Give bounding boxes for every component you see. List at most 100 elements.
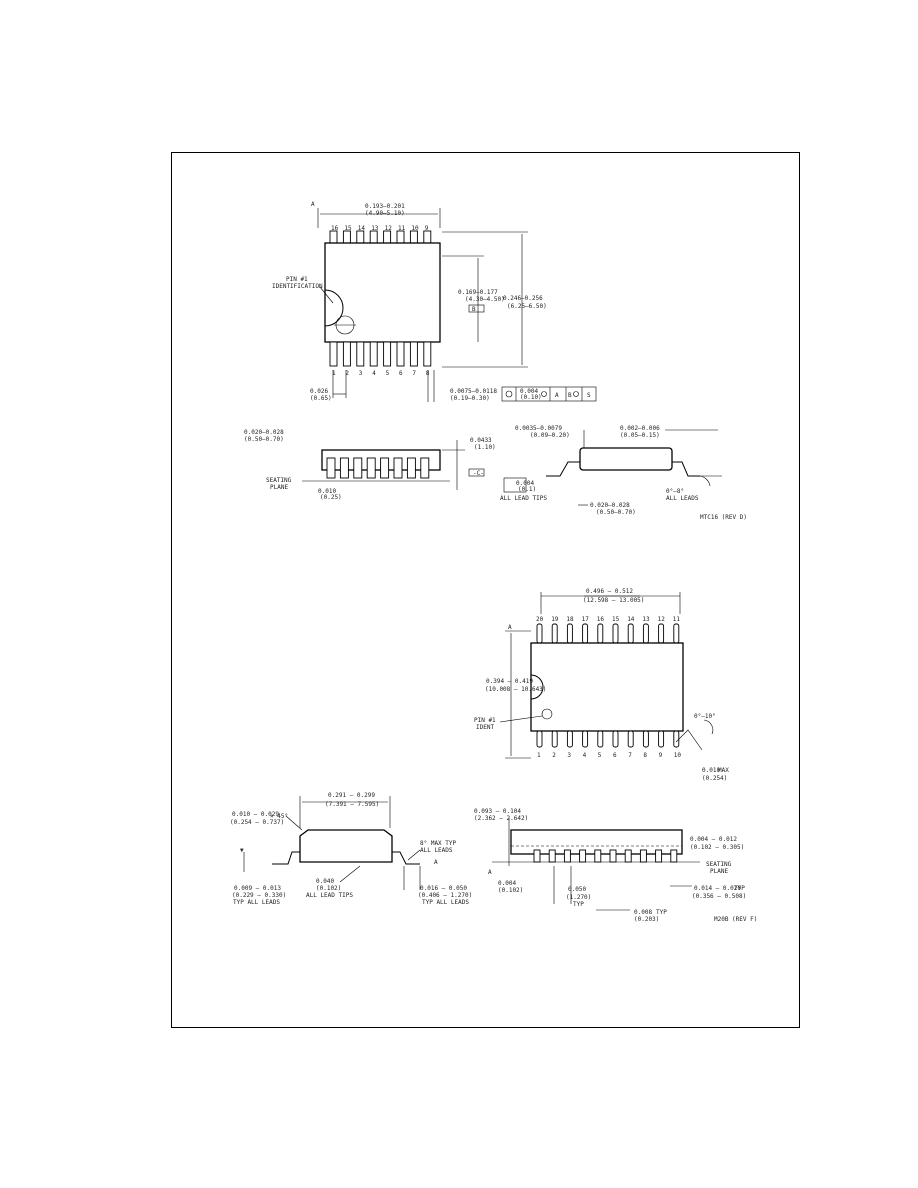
lead-width-dim-2: (0.19–0.30) xyxy=(450,395,490,402)
length-dim-1: 0.193–0.201 xyxy=(365,203,405,210)
b-pin1-label-1: PIN #1 xyxy=(474,717,496,724)
b-bevel-1: 0.010 – 0.029 xyxy=(232,811,279,818)
b-min-1: 0.004 xyxy=(498,880,516,887)
pin xyxy=(627,730,634,748)
pin-number: 14 xyxy=(627,616,635,623)
b-lead-thick-2: (0.229 – 0.330) xyxy=(232,892,286,899)
drawing-frame xyxy=(171,152,800,1028)
b-bevel-2: (0.254 – 0.737) xyxy=(230,819,284,826)
svg-text:ALL LEAD TIPS: ALL LEAD TIPS xyxy=(500,495,547,502)
pin xyxy=(329,341,338,367)
pin xyxy=(356,230,365,244)
pin xyxy=(353,457,363,479)
b-r-3: ALL LEAD TIPS xyxy=(306,892,353,899)
b-lead-w-2: TYP xyxy=(734,885,745,892)
pin xyxy=(536,623,543,644)
pin xyxy=(536,730,543,748)
pin-number: 4 xyxy=(583,752,587,759)
pin-number: 9 xyxy=(659,752,663,759)
datum-a-label: A xyxy=(311,201,315,208)
pin-number: 6 xyxy=(613,752,617,759)
b-min-2: (0.102) xyxy=(498,887,523,894)
b-standoff-2: (0.102 – 0.305) xyxy=(690,844,744,851)
standoff-dim-1: 0.010 xyxy=(318,488,336,495)
pin-number: 12 xyxy=(658,616,666,623)
pin xyxy=(609,849,617,863)
pin xyxy=(342,230,351,244)
pin xyxy=(393,457,403,479)
pin-number: 5 xyxy=(386,370,390,377)
pin xyxy=(369,341,378,367)
svg-text:-C-: -C- xyxy=(473,470,484,477)
pin1-notch-b xyxy=(530,674,544,700)
b-pitch-3: TYP xyxy=(573,901,584,908)
b-lead-angle-1: 8° MAX TYP xyxy=(420,840,457,847)
b-length-dim-1: 0.496 – 0.512 xyxy=(586,588,633,595)
pin-number: 9 xyxy=(425,225,429,232)
b-length-dim-2: (12.598 – 13.005) xyxy=(583,597,644,604)
b-height-2: (2.362 – 2.642) xyxy=(474,815,528,822)
svg-text:0.004: 0.004 xyxy=(520,388,538,395)
b-corner-3: (0.254) xyxy=(702,775,727,782)
pin xyxy=(673,730,680,748)
pin-number: 12 xyxy=(385,225,393,232)
pin xyxy=(639,849,647,863)
pin xyxy=(566,623,573,644)
figure-b-code: M20B (REV F) xyxy=(714,916,757,923)
lead-thickness-2: (0.09–0.20) xyxy=(530,432,570,439)
b-foot-3: TYP ALL LEADS xyxy=(422,899,469,906)
pin xyxy=(551,623,558,644)
pin xyxy=(582,623,589,644)
b-pitch-2: (1.270) xyxy=(566,894,591,901)
pin xyxy=(409,230,418,244)
b-r-2: (0.102) xyxy=(316,885,341,892)
pin-number: 18 xyxy=(566,616,574,623)
pin-number: 20 xyxy=(536,616,544,623)
b-lead-thick-1: 0.009 – 0.013 xyxy=(234,885,281,892)
b-foot-2: (0.406 – 1.270) xyxy=(418,892,472,899)
length-dim-2: (4.90–5.10) xyxy=(365,210,405,217)
pin xyxy=(655,849,663,863)
body-width-dim-2: (4.30–4.50) xyxy=(465,296,505,303)
pin xyxy=(627,623,634,644)
pin-number: 16 xyxy=(597,616,605,623)
b-width-dim-2: (10.008 – 10.643) xyxy=(485,686,546,693)
b-lead-thick-3: TYP ALL LEADS xyxy=(233,899,280,906)
pin xyxy=(594,849,602,863)
b-b-1: 0.008 xyxy=(634,909,652,916)
body-width-dim-1: 0.169–0.177 xyxy=(458,289,498,296)
pin xyxy=(670,849,678,863)
pin-number: 5 xyxy=(598,752,602,759)
pin-number: 19 xyxy=(551,616,559,623)
pin-number: 11 xyxy=(673,616,681,623)
pin xyxy=(406,457,416,479)
lead-thickness-1: 0.0035–0.0079 xyxy=(515,425,562,432)
b-angle: 0°–10° xyxy=(694,713,716,720)
pin xyxy=(658,623,665,644)
pin xyxy=(533,849,541,863)
datum-b-label: B xyxy=(472,306,476,313)
lead-right xyxy=(672,461,700,477)
pin xyxy=(383,230,392,244)
pin xyxy=(597,730,604,748)
b-corner-2: MAX xyxy=(718,767,729,774)
lead-left xyxy=(546,461,580,477)
pin-number: 14 xyxy=(358,225,366,232)
figure-b-end-view: 0.291 – 0.299 (7.391 – 7.595) 0.010 – 0.… xyxy=(230,792,472,906)
pin-number: 15 xyxy=(612,616,620,623)
pin xyxy=(563,849,571,863)
pin xyxy=(326,457,336,479)
pitch-dim-2: (0.65) xyxy=(310,395,332,402)
pin-number: 1 xyxy=(537,752,541,759)
pin xyxy=(612,730,619,748)
height-dim-1: 0.0433 xyxy=(470,437,492,444)
b-body-dim-2: (7.391 – 7.595) xyxy=(325,801,379,808)
figure-a-end-view: 0.0035–0.0079 (0.09–0.20) 0.002–0.006 (0… xyxy=(500,425,747,521)
b-datum: A xyxy=(508,624,512,631)
b-b-2: TYP xyxy=(656,909,667,916)
seating-label-2: PLANE xyxy=(270,484,288,491)
package-body-b xyxy=(530,642,684,732)
end-body xyxy=(579,447,673,471)
